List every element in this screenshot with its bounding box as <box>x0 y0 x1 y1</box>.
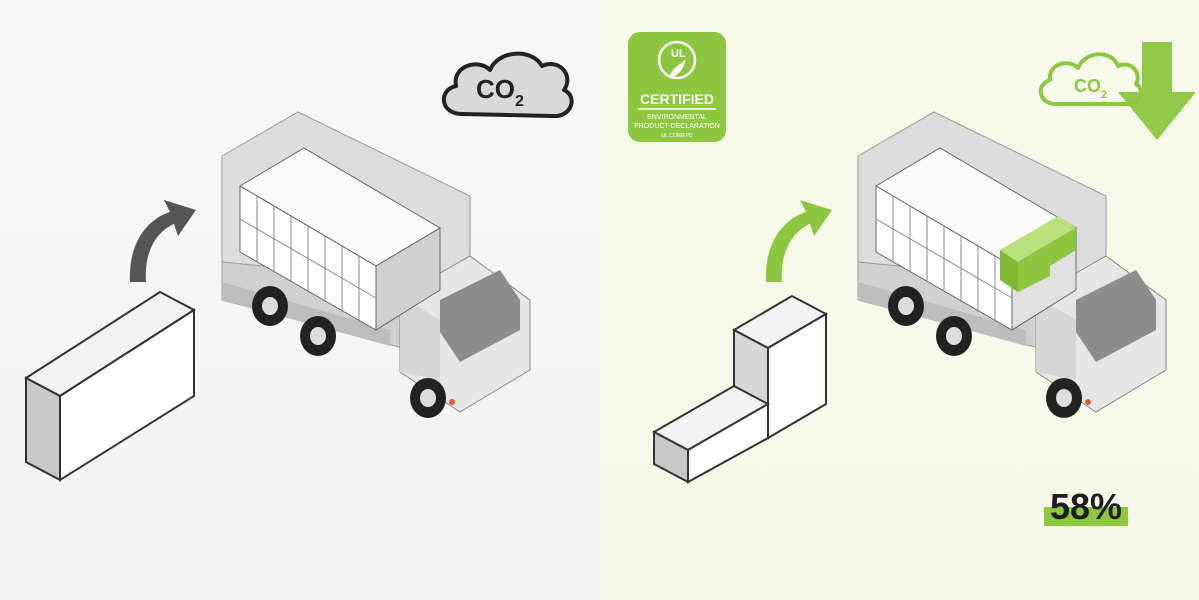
co2-cloud-icon: CO2 <box>441 51 574 119</box>
co2-green-label: CO <box>1074 76 1101 96</box>
saved-space-highlight <box>1000 216 1076 292</box>
ul-mark: UL <box>671 48 686 60</box>
co2-subscript: 2 <box>515 93 524 110</box>
arrow-down-icon <box>1118 42 1196 140</box>
certification-line-2: PRODUCT DECLARATION <box>634 123 720 130</box>
ul-certified-badge: UL CERTIFIED ENVIRONMENTAL PRODUCT DECLA… <box>628 32 726 142</box>
certified-title: CERTIFIED <box>640 91 714 107</box>
leaf-icon <box>670 58 686 76</box>
cargo-boxes <box>239 147 441 331</box>
cargo-boxes-optimized <box>875 147 1077 331</box>
optimized-box <box>651 294 829 484</box>
truck-wheels <box>252 286 446 418</box>
truck-wheels-optimized <box>888 286 1082 418</box>
svg-text:CO2: CO2 <box>476 74 524 110</box>
delivery-truck-optimized <box>857 111 1167 418</box>
certification-line-1: ENVIRONMENTAL <box>647 114 707 121</box>
certification-line-3: UL.COM/EPD <box>661 133 693 139</box>
co2-green-subscript: 2 <box>1101 89 1107 101</box>
reduction-percentage: 58% <box>1044 486 1129 527</box>
delivery-truck <box>221 111 531 418</box>
co2-label: CO <box>476 74 515 104</box>
standard-box <box>24 290 196 482</box>
svg-text:CO2: CO2 <box>1074 76 1107 101</box>
arrow-up-right-green-icon <box>765 200 832 282</box>
co2-cloud-green-icon: CO2 <box>1039 52 1143 107</box>
arrow-up-right-icon <box>129 200 196 282</box>
